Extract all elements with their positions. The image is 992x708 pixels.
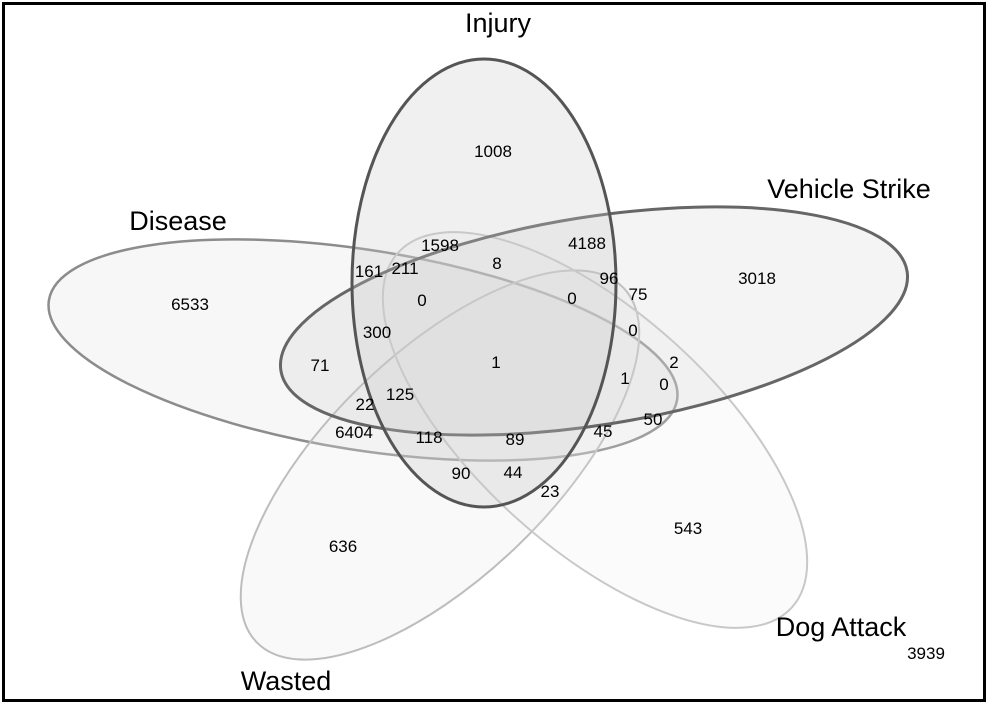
injury-label: Injury <box>465 8 532 38</box>
count-region: 96 <box>600 269 619 288</box>
count-region: 161 <box>355 262 383 281</box>
count-region: 75 <box>629 285 648 304</box>
count-region: 6404 <box>335 423 373 442</box>
vehicle-strike-label: Vehicle Strike <box>767 174 931 204</box>
count-disease-only: 6533 <box>171 295 209 314</box>
count-region: 44 <box>504 463 523 482</box>
disease-ellipse <box>47 238 679 462</box>
count-region: 211 <box>391 259 418 278</box>
count-region: 45 <box>594 422 613 441</box>
count-injury-only: 1008 <box>474 142 512 161</box>
count-wasted-only: 636 <box>329 537 357 556</box>
dog-attack-ellipse <box>381 231 809 629</box>
count-outside-all: 3939 <box>907 644 945 663</box>
count-region: 2 <box>669 353 678 372</box>
wasted-ellipse <box>239 269 641 661</box>
count-region: 4188 <box>568 234 606 253</box>
vehicle-strike-ellipse <box>278 205 910 437</box>
count-region: 23 <box>541 482 560 501</box>
dog-attack-label: Dog Attack <box>776 612 907 642</box>
count-region: 22 <box>356 395 375 414</box>
count-region: 1 <box>620 369 629 388</box>
count-region: 300 <box>363 323 391 342</box>
count-region: 50 <box>644 410 663 429</box>
disease-label: Disease <box>129 206 227 236</box>
count-vehicle-only: 3018 <box>738 269 776 288</box>
count-region: 0 <box>567 289 576 308</box>
count-region: 90 <box>452 464 471 483</box>
count-region: 0 <box>628 321 637 340</box>
count-region: 125 <box>386 385 414 404</box>
count-region: 89 <box>506 430 525 449</box>
count-region: 1 <box>491 353 500 372</box>
wasted-label: Wasted <box>241 666 332 696</box>
count-region: 118 <box>415 428 442 447</box>
count-region: 1598 <box>421 236 459 255</box>
count-region: 0 <box>659 375 668 394</box>
injury-ellipse <box>350 57 618 509</box>
count-region: 0 <box>417 291 426 310</box>
count-region: 8 <box>492 254 501 273</box>
count-dog-only: 543 <box>674 519 702 538</box>
count-region: 71 <box>311 356 330 375</box>
